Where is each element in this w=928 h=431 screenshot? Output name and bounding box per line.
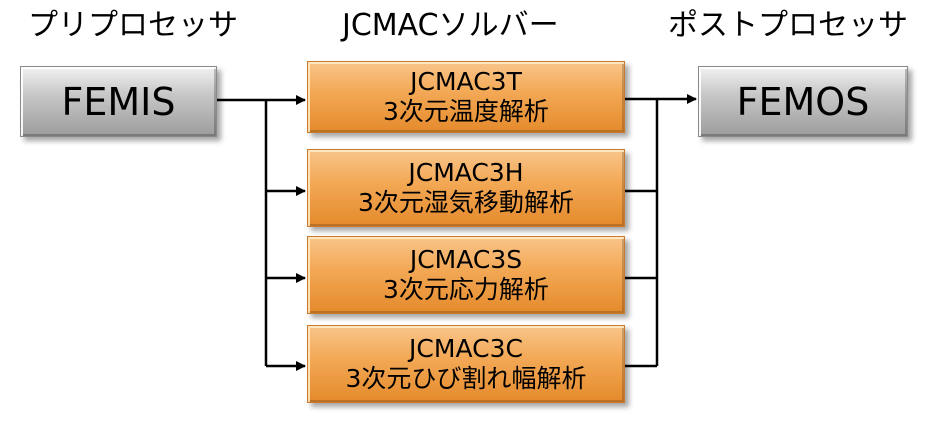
solver-code: JCMAC3C	[409, 334, 523, 363]
postprocessor-heading: ポストプロセッサ	[668, 8, 908, 43]
solver-box-jcmac3c: JCMAC3C 3次元ひび割れ幅解析	[307, 325, 625, 403]
femis-box: FEMIS	[20, 66, 217, 137]
solver-code: JCMAC3S	[409, 245, 523, 274]
solver-description: 3次元ひび割れ幅解析	[345, 364, 587, 393]
solver-code: JCMAC3T	[410, 67, 522, 96]
solver-heading: JCMACソルバー	[342, 8, 559, 43]
solver-description: 3次元湿気移動解析	[358, 188, 574, 217]
solver-box-jcmac3s: JCMAC3S 3次元応力解析	[307, 236, 625, 314]
solver-box-jcmac3h: JCMAC3H 3次元湿気移動解析	[307, 149, 625, 227]
femis-label: FEMIS	[61, 79, 176, 124]
femos-box: FEMOS	[698, 66, 908, 137]
solver-description: 3次元温度解析	[383, 97, 549, 126]
preprocessor-heading: プリプロセッサ	[28, 8, 238, 43]
femos-label: FEMOS	[736, 79, 870, 124]
solver-description: 3次元応力解析	[383, 275, 549, 304]
solver-code: JCMAC3H	[408, 158, 524, 187]
solver-box-jcmac3t: JCMAC3T 3次元温度解析	[307, 61, 625, 133]
